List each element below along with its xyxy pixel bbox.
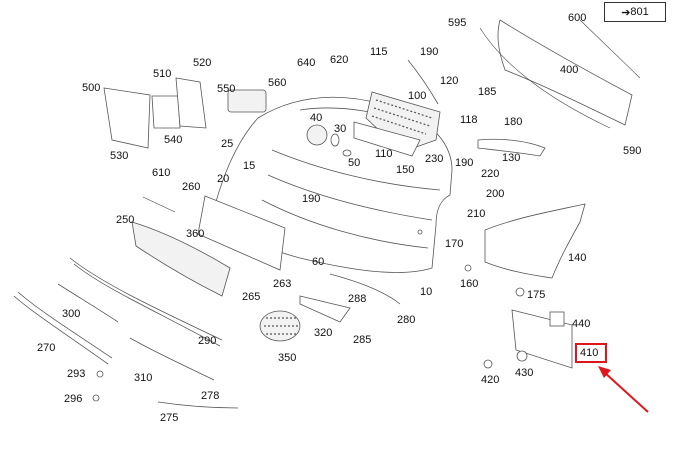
callout-590[interactable]: 590 (623, 145, 642, 157)
callout-100[interactable]: 100 (408, 90, 427, 102)
reference-page-number: 801 (630, 6, 649, 18)
spoiler-strip-part (69, 257, 223, 341)
grille-part (365, 91, 441, 153)
callout-140[interactable]: 140 (568, 252, 587, 264)
lower-grille-part (197, 195, 286, 271)
callout-285[interactable]: 285 (353, 334, 372, 346)
callout-320[interactable]: 320 (314, 327, 333, 339)
reference-page-box[interactable]: ➔801 (604, 2, 666, 22)
callout-550[interactable]: 550 (217, 83, 236, 95)
callout-15[interactable]: 15 (243, 160, 256, 172)
callout-190-mid[interactable]: 190 (455, 157, 474, 169)
callout-180[interactable]: 180 (504, 116, 523, 128)
callout-260[interactable]: 260 (182, 181, 201, 193)
callout-220[interactable]: 220 (481, 168, 500, 180)
callout-118[interactable]: 118 (460, 114, 478, 126)
callout-620[interactable]: 620 (330, 54, 349, 66)
callout-210[interactable]: 210 (467, 208, 486, 220)
callout-110[interactable]: 110 (375, 148, 393, 160)
callout-410[interactable]: 410 (580, 347, 599, 359)
callout-280[interactable]: 280 (397, 314, 416, 326)
callout-293[interactable]: 293 (67, 368, 86, 380)
callout-440[interactable]: 440 (572, 318, 591, 330)
callout-270[interactable]: 270 (37, 342, 56, 354)
callout-170[interactable]: 170 (445, 238, 464, 250)
callout-296[interactable]: 296 (64, 393, 83, 405)
callout-600[interactable]: 600 (568, 12, 587, 24)
callout-20[interactable]: 20 (217, 173, 230, 185)
callout-265[interactable]: 265 (242, 291, 261, 303)
callout-560[interactable]: 560 (268, 77, 287, 89)
callout-175[interactable]: 175 (527, 289, 546, 301)
callout-360[interactable]: 360 (186, 228, 205, 240)
callout-610[interactable]: 610 (152, 167, 171, 179)
callout-420[interactable]: 420 (481, 374, 500, 386)
callout-350[interactable]: 350 (278, 352, 297, 364)
callout-150[interactable]: 150 (396, 164, 415, 176)
callout-115[interactable]: 115 (370, 46, 388, 58)
reference-arrow-icon: ➔ (621, 6, 631, 19)
callout-60[interactable]: 60 (312, 256, 325, 268)
callout-50[interactable]: 50 (348, 157, 361, 169)
callout-540[interactable]: 540 (164, 134, 183, 146)
callout-510[interactable]: 510 (153, 68, 172, 80)
callout-278[interactable]: 278 (201, 390, 220, 402)
callout-520[interactable]: 520 (193, 57, 212, 69)
callout-290[interactable]: 290 (198, 335, 217, 347)
callout-30[interactable]: 30 (334, 123, 347, 135)
callout-288[interactable]: 288 (348, 293, 367, 305)
callout-230[interactable]: 230 (425, 153, 444, 165)
callout-10[interactable]: 10 (420, 286, 433, 298)
callout-430[interactable]: 430 (515, 367, 534, 379)
callout-275[interactable]: 275 (160, 412, 179, 424)
callout-400[interactable]: 400 (560, 64, 579, 76)
callout-640[interactable]: 640 (297, 57, 316, 69)
callout-200[interactable]: 200 (486, 188, 505, 200)
callout-190-left[interactable]: 190 (302, 193, 321, 205)
callout-310[interactable]: 310 (134, 372, 153, 384)
callout-595[interactable]: 595 (448, 17, 467, 29)
callout-300[interactable]: 300 (62, 308, 81, 320)
callout-130[interactable]: 130 (502, 152, 521, 164)
highlight-box-410 (575, 343, 607, 363)
callout-500[interactable]: 500 (82, 82, 101, 94)
callout-25[interactable]: 25 (221, 138, 234, 150)
emblem-part (306, 124, 328, 146)
callout-160[interactable]: 160 (460, 278, 479, 290)
callout-185[interactable]: 185 (478, 86, 497, 98)
right-bracket-part (484, 203, 586, 279)
callout-120[interactable]: 120 (440, 75, 459, 87)
callout-40[interactable]: 40 (310, 112, 323, 124)
highlight-arrow (603, 371, 649, 413)
callout-190-top[interactable]: 190 (420, 46, 439, 58)
left-bracket-part (103, 87, 151, 149)
callout-530[interactable]: 530 (110, 150, 129, 162)
callout-263[interactable]: 263 (273, 278, 292, 290)
callout-250[interactable]: 250 (116, 214, 135, 226)
